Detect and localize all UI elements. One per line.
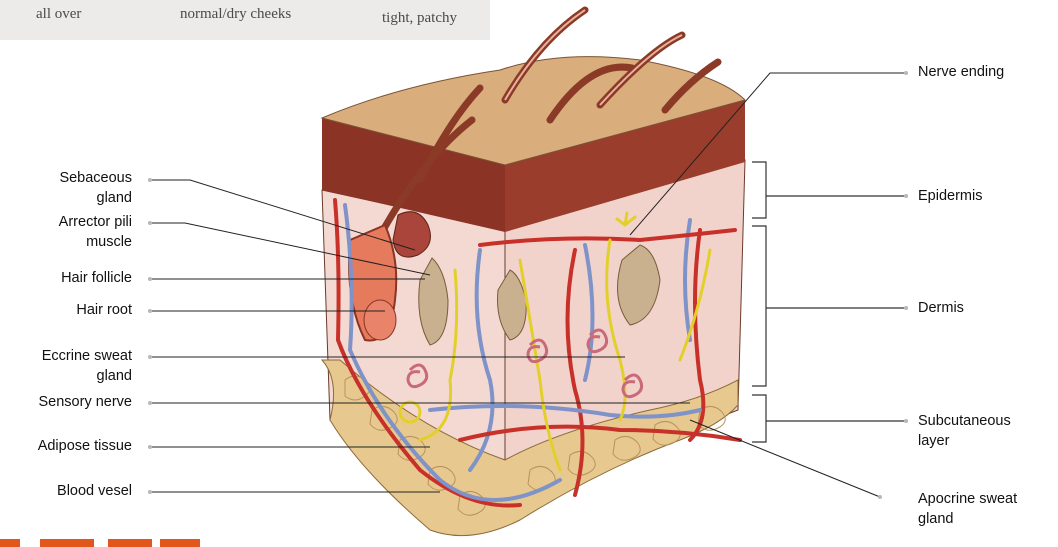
label-epidermis: Epidermis	[918, 186, 982, 206]
label-adipose-tissue: Adipose tissue	[10, 436, 132, 456]
label-hair-root: Hair root	[10, 300, 132, 320]
accent-bar-2	[40, 539, 94, 547]
leader-dots-right	[878, 71, 908, 499]
layer-brackets	[752, 162, 905, 442]
accent-bar-1	[0, 539, 20, 547]
accent-bar-3	[108, 539, 152, 547]
label-dermis: Dermis	[918, 298, 964, 318]
leader-dots-left	[148, 178, 152, 494]
label-nerve-ending: Nerve ending	[918, 62, 1004, 82]
label-sensory-nerve: Sensory nerve	[10, 392, 132, 412]
label-hair-follicle: Hair follicle	[10, 268, 132, 288]
label-blood-vessel: Blood vesel	[10, 481, 132, 501]
accent-bar-4	[160, 539, 200, 547]
